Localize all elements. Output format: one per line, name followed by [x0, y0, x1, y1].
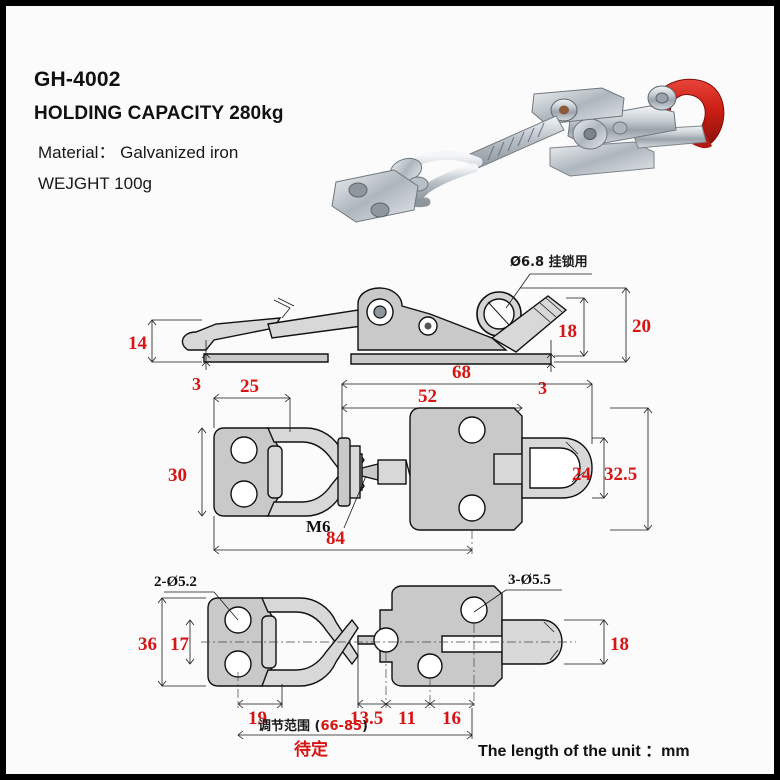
dim-24: 24 [572, 437, 609, 499]
dim-label-24: 24 [572, 464, 592, 485]
dim-label-52: 52 [418, 386, 437, 407]
tbd-label: 待定 [294, 739, 328, 760]
m6-callout: M6 [306, 475, 367, 536]
product-photo [302, 58, 754, 230]
dim-label-14: 14 [128, 333, 148, 354]
dim-36: 36 [138, 597, 206, 687]
photo-mounting-plate [331, 169, 419, 223]
dim-label-3-left: 3 [192, 374, 201, 394]
dim-label-20: 20 [632, 316, 651, 337]
dim-label-30: 30 [168, 465, 187, 486]
adjust-range-label: 调节范围 (66-85) [258, 718, 368, 734]
dim-20: 20 [520, 287, 651, 363]
dim-25: 25 [213, 376, 291, 432]
padlock-callout: Ø6.8 挂锁用 [505, 254, 592, 309]
image-frame: GH-4002 HOLDING CAPACITY 280kg Material：… [6, 6, 774, 774]
dim-3-left: 3 [192, 340, 211, 394]
dim-label-68: 68 [452, 362, 471, 383]
dim-label-36: 36 [138, 634, 157, 655]
dim-11: 11 [385, 678, 431, 729]
side-view: 14 3 3 [128, 254, 651, 398]
dim-label-18: 18 [558, 321, 577, 342]
callout-label-m6: M6 [306, 517, 331, 536]
dim-label-16: 16 [442, 708, 461, 729]
dim-label-17: 17 [170, 634, 190, 655]
dim-label-32-5: 32.5 [604, 464, 637, 485]
top-view: 25 68 52 [168, 362, 653, 555]
dim-17: 17 [170, 619, 195, 665]
dim-adjust-range: 调节范围 (66-85) 待定 [237, 708, 473, 760]
dim-label-84: 84 [326, 528, 346, 549]
product-model: GH-4002 [34, 68, 121, 91]
dim-label-25: 25 [240, 376, 259, 397]
dim-label-11: 11 [398, 708, 416, 729]
dim-84: 84 [213, 516, 473, 555]
dim-label-3-right: 3 [538, 378, 547, 398]
callout-2-d52: 2-Ø5.2 [154, 574, 239, 621]
dim-68: 68 [341, 362, 593, 444]
dim-19: 19 [237, 672, 283, 729]
dim-18-bottom: 18 [564, 619, 629, 665]
dim-18: 18 [554, 297, 589, 357]
dim-30: 30 [168, 427, 207, 517]
material-label: Material： Galvanized iron [38, 143, 239, 162]
dim-14: 14 [128, 319, 202, 363]
engineering-drawings: 14 3 3 [6, 232, 774, 774]
callout-label-2d52: 2-Ø5.2 [154, 574, 197, 590]
dim-3-right: 3 [538, 340, 556, 398]
dim-16: 16 [429, 624, 475, 729]
unit-note: The length of the unit ：mm [478, 743, 690, 760]
callout-3-d55: 3-Ø5.5 [473, 572, 562, 613]
bottom-view: 2-Ø5.2 3-Ø5.5 36 [138, 572, 629, 760]
product-spec-block: GH-4002 HOLDING CAPACITY 280kg Material：… [34, 68, 364, 194]
photo-base-plate [549, 125, 707, 177]
dim-13-5: 13.5 [350, 644, 387, 729]
dim-52: 52 [341, 386, 523, 413]
photo-pivot-housing [531, 85, 677, 125]
dim-label-18-bottom: 18 [610, 634, 629, 655]
holding-capacity: HOLDING CAPACITY 280kg [34, 103, 284, 124]
callout-label-3d55: 3-Ø5.5 [508, 572, 551, 588]
weight-label: WEJGHT 100g [38, 174, 153, 193]
dim-label-13-5: 13.5 [350, 708, 383, 729]
dim-label-19: 19 [248, 708, 267, 729]
dim-32-5: 32.5 [604, 407, 653, 531]
callout-label-d68: Ø6.8 挂锁用 [510, 254, 588, 270]
